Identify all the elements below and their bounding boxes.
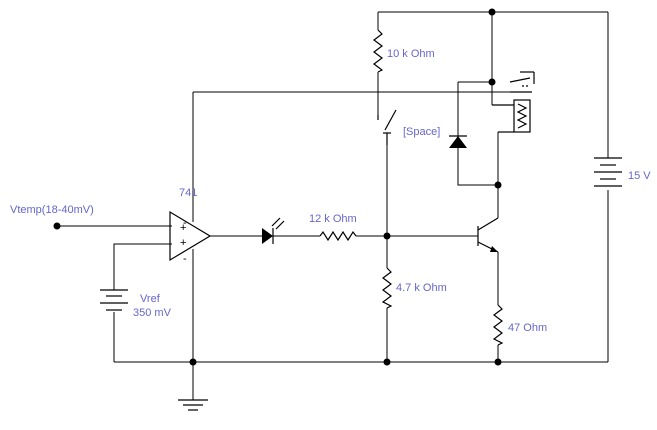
opamp-741: + + - - 741 [169,187,212,265]
switch: [Space] [377,109,440,145]
emitter-ground-node [494,358,502,366]
ground-symbol [178,399,208,411]
input-terminal [53,222,61,230]
resistor-4k7: 4.7 k Ohm [381,267,447,309]
opamp-minus-sign: - [183,253,187,265]
base-resistor-ground-node [383,358,391,366]
vref-battery: Vref 350 mV [100,289,172,319]
opamp-plus-sign: - [183,217,187,229]
diode [449,135,467,148]
vtemp-label: Vtemp(18-40mV) [10,204,94,216]
resistor-47-label: 47 Ohm [508,322,547,334]
base-node [383,232,391,240]
ground-node [189,358,197,366]
switch-label: [Space] [403,126,440,138]
supply-label: 15 V [628,170,651,182]
junction-nodes [53,8,502,366]
resistor-47: 47 Ohm [492,304,547,346]
opamp-minus: + [180,237,186,249]
resistor-4k7-label: 4.7 k Ohm [396,282,447,294]
wires [57,11,609,400]
top-rail-node [488,8,496,16]
resistor-12k-label: 12 k Ohm [309,213,357,225]
collector-node [494,181,502,189]
opamp-plus-top: + [180,222,186,234]
relay-node [488,78,496,86]
opamp-label: 741 [179,187,197,199]
vref-name: Vref [140,293,161,305]
resistor-10k-label: 10 k Ohm [387,48,435,60]
resistor-10k: 10 k Ohm [373,29,435,73]
supply-battery: 15 V [594,157,651,187]
relay [492,71,535,133]
vref-value: 350 mV [133,307,172,319]
resistor-12k: 12 k Ohm [309,213,357,242]
npn-transistor [477,217,499,253]
led [262,217,285,244]
